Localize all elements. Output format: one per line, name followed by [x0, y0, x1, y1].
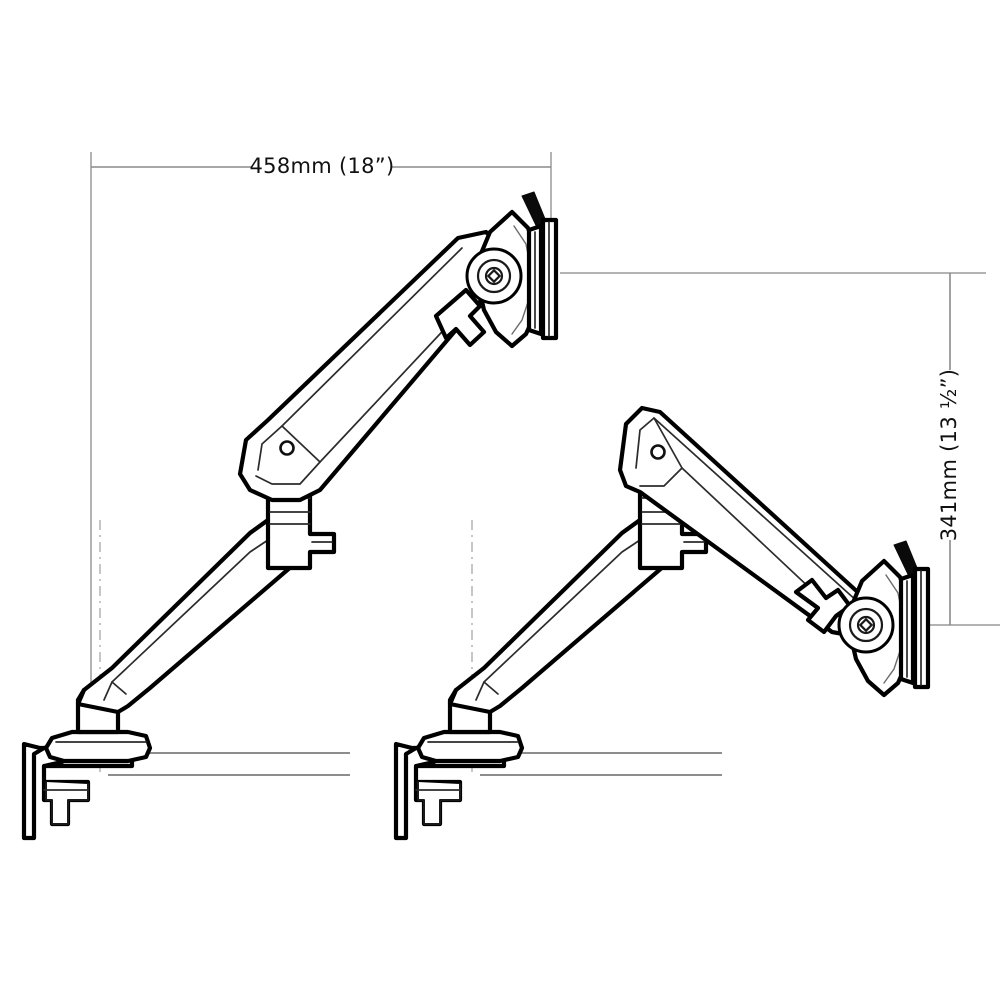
base-disc-body — [415, 729, 525, 764]
left-assembly[interactable] — [21, 191, 559, 841]
horizontal-dimension: 458mm (18”) — [90, 152, 552, 757]
pivot-hub-screw — [858, 617, 874, 633]
lower-arm-crease — [111, 681, 127, 695]
desk-surface-right — [480, 752, 722, 776]
elbow-barrel — [265, 481, 337, 571]
upper-arm-end-face — [635, 417, 683, 487]
upper-arm-inner-edge — [653, 417, 859, 603]
elbow-joint-left[interactable] — [265, 481, 337, 571]
clamp-screw — [417, 781, 461, 825]
base-disc-left — [43, 729, 153, 764]
vesa-mount-plate-left[interactable] — [521, 191, 559, 341]
tilter-head-right[interactable] — [837, 558, 915, 698]
base-disc-right — [415, 729, 525, 764]
vesa-mount-plate-right[interactable] — [893, 540, 931, 690]
tilter-head-left[interactable] — [465, 209, 543, 349]
clamp-screw — [45, 781, 89, 825]
horizontal-dimension-label: 458mm (18”) — [250, 154, 395, 178]
desk-surface-left — [108, 752, 350, 776]
upper-arm-hole — [650, 444, 666, 460]
upper-arm-inner-edge — [281, 247, 463, 427]
tension-handle-left[interactable] — [433, 287, 487, 348]
right-assembly[interactable] — [393, 405, 931, 841]
base-disc-body — [43, 729, 153, 764]
upper-arm-hole — [279, 440, 295, 456]
tension-handle-body — [433, 287, 487, 348]
desk-clamp-left[interactable] — [21, 741, 135, 841]
vertical-dimension: 341mm (13 ½”) — [560, 272, 1000, 626]
lower-arm-crease — [483, 681, 499, 695]
pivot-hub-screw — [486, 268, 502, 284]
desk-clamp-right[interactable] — [393, 741, 507, 841]
vertical-dimension-label: 341mm (13 ½”) — [937, 369, 961, 542]
